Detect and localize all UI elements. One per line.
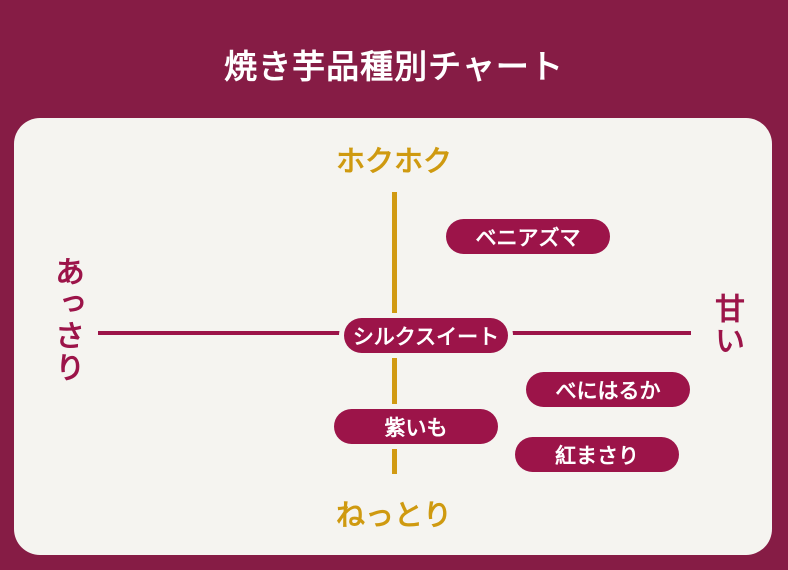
axis-label-top: ホクホク	[335, 144, 453, 178]
axis-label-bottom: ねっとり	[335, 498, 453, 532]
axis-label-right: 甘い	[709, 293, 744, 357]
chart-title: 焼き芋品種別チャート	[224, 47, 564, 86]
variety-beniharuka: べにはるか	[526, 372, 690, 407]
variety-murasakiimo: 紫いも	[334, 409, 498, 444]
variety-beniazuma: ベニアズマ	[446, 219, 610, 254]
variety-silksweet: シルクスイート	[344, 318, 508, 353]
variety-benimasari: 紅まさり	[515, 437, 679, 472]
axis-label-left: あっさり	[49, 256, 84, 384]
